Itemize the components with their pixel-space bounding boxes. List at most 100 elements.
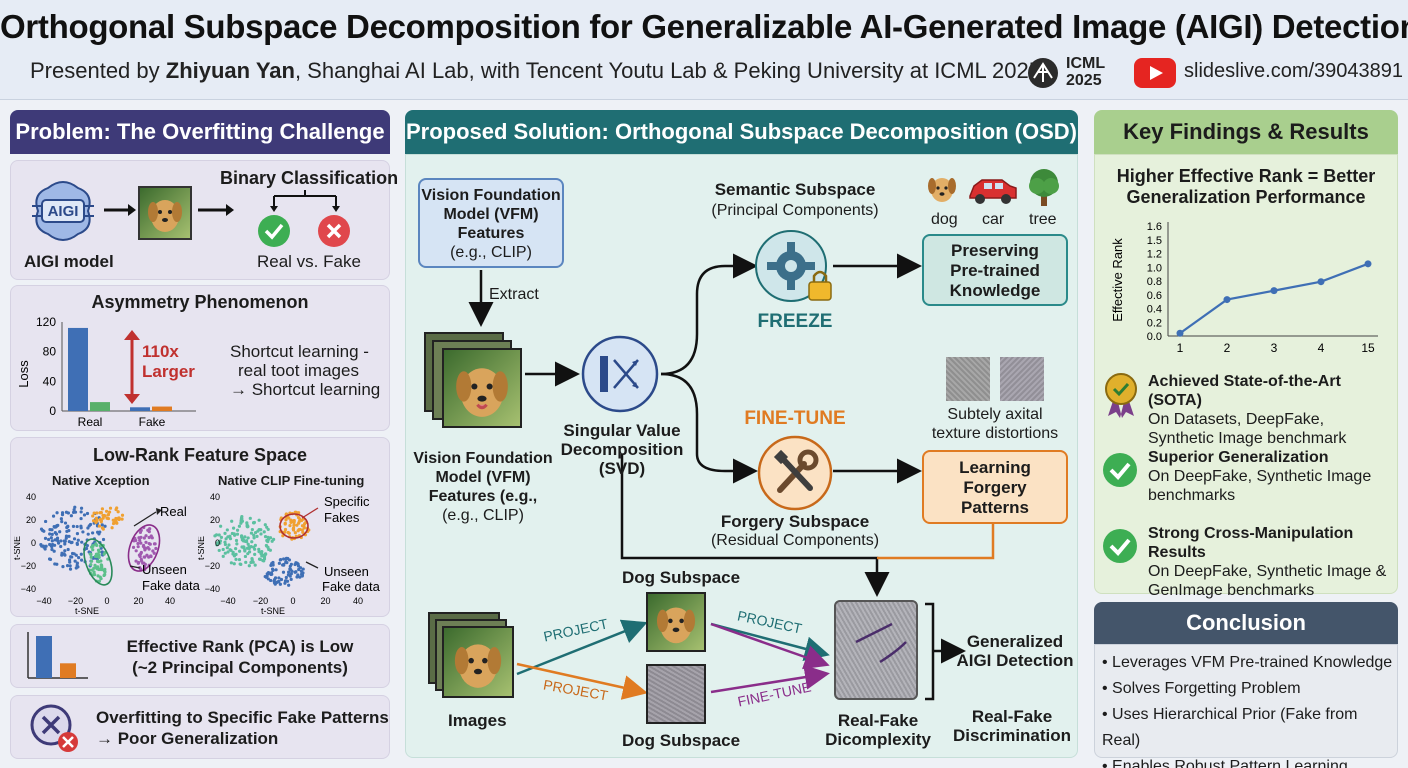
- factor-line2: Larger: [142, 362, 195, 381]
- label-real: Real: [160, 504, 187, 519]
- label-specific-1: Specific: [324, 494, 370, 509]
- cross-icon: [317, 214, 351, 248]
- tsne-point: [100, 523, 104, 527]
- middle-panel-title: Proposed Solution: Orthogonal Subspace D…: [405, 110, 1078, 154]
- tsne-point: [262, 559, 266, 563]
- conclusion-item-4: Enables Robust Pattern Learning: [1112, 758, 1348, 768]
- tsne-point: [97, 579, 101, 583]
- tsne-point: [91, 548, 95, 552]
- tsne-point: [229, 548, 233, 553]
- tsne-point: [106, 516, 111, 521]
- tsne-point: [101, 513, 105, 518]
- label-unseen-3: Unseen: [324, 564, 369, 579]
- tsne-point: [270, 562, 274, 566]
- tsne-point: [63, 521, 68, 525]
- tsne-y-tick: 40: [26, 492, 36, 502]
- tsne-point: [264, 543, 268, 548]
- complexity-line2: Dicomplexity: [825, 730, 931, 749]
- label-unseen-1: Unseen: [142, 562, 187, 577]
- asym-y-tick: 80: [43, 345, 57, 359]
- rank-y-tick: 1.6: [1147, 221, 1162, 233]
- tsne-point: [75, 541, 79, 545]
- tsne-point: [265, 525, 269, 529]
- tsne-point: [149, 534, 153, 538]
- tsne-point: [100, 507, 104, 511]
- video-link[interactable]: slideslive.com/39043891: [1184, 60, 1404, 82]
- tsne-point: [250, 527, 254, 532]
- texture-line1: Subtely axital: [947, 406, 1043, 423]
- dog-image: [442, 348, 522, 428]
- image-stack-bottom: [428, 612, 518, 702]
- vfm-cap3: Features (e.g.,: [428, 488, 538, 505]
- tsne-point: [292, 519, 296, 523]
- tsne-point: [53, 543, 57, 547]
- tsne-point: [259, 551, 264, 555]
- tsne-point: [283, 527, 288, 532]
- tsne-point: [213, 534, 217, 538]
- tsne-point: [269, 578, 273, 583]
- tsne-point: [278, 558, 282, 562]
- tsne-point: [289, 577, 293, 582]
- tsne-y-tick: 0: [215, 538, 220, 548]
- tsne-point: [62, 552, 66, 556]
- tsne-point: [240, 515, 244, 519]
- youtube-icon[interactable]: [1134, 58, 1176, 88]
- tsne-point: [283, 530, 287, 534]
- tsne-point: [245, 525, 250, 529]
- tsne-point: [144, 540, 148, 544]
- tsne-point: [293, 570, 297, 574]
- tsne-point: [42, 545, 46, 549]
- tsne-point: [48, 557, 53, 561]
- generalized-line1: Generalized: [966, 632, 1064, 651]
- tsne-point: [97, 524, 102, 528]
- tsne-point: [116, 510, 120, 514]
- tsne-point: [253, 531, 258, 535]
- tsne-point: [73, 505, 77, 509]
- tsne-point: [69, 514, 73, 518]
- rank-x-tick: 3: [1271, 341, 1278, 355]
- tsne-point: [242, 545, 246, 549]
- dog-subspace-top: Dog Subspace: [622, 568, 741, 587]
- tsne-point: [50, 539, 54, 543]
- tsne-point: [253, 543, 257, 547]
- tsne-point: [138, 554, 142, 559]
- tsne-point: [251, 560, 255, 564]
- tsne-point: [80, 558, 84, 562]
- tsne-point: [139, 535, 143, 539]
- tsne-point: [120, 517, 124, 521]
- tsne-point: [253, 563, 257, 567]
- er-bar: [60, 663, 76, 678]
- tsne-point: [283, 521, 287, 525]
- tsne-point: [240, 517, 244, 521]
- tsne-point: [265, 572, 269, 576]
- tsne-x-tick: 0: [104, 596, 109, 606]
- tsne-point: [59, 539, 63, 543]
- tsne-point: [79, 524, 83, 528]
- tsne-point: [97, 555, 101, 559]
- tsne-point: [81, 530, 85, 534]
- note-line3: → Shortcut learning: [230, 380, 381, 399]
- tsne-point: [139, 557, 143, 561]
- tsne-point: [288, 574, 292, 578]
- tsne-point: [300, 574, 304, 578]
- tsne-point: [263, 523, 267, 527]
- tsne-x-tick: −40: [36, 596, 51, 606]
- effective-rank-box: [10, 624, 390, 688]
- tsne-point: [287, 570, 291, 574]
- tsne-point: [249, 531, 254, 535]
- check-icon: [257, 214, 291, 248]
- tsne-point: [246, 542, 250, 546]
- dog-subspace-image: [646, 592, 706, 652]
- tsne-point: [295, 575, 299, 579]
- discrimination-label: Real-Fake Discrimination: [950, 707, 1074, 745]
- rank-y-tick: 1.0: [1147, 262, 1162, 274]
- tsne-point: [252, 533, 256, 537]
- label-unseen-4: Fake data: [322, 579, 381, 594]
- arrow-icon: [104, 202, 136, 218]
- finding-1: Achieved State-of-the-Art (SOTA) On Data…: [1148, 372, 1393, 448]
- svd-label: Singular Value Decomposition (SVD): [552, 421, 692, 478]
- tsne-point: [285, 561, 289, 565]
